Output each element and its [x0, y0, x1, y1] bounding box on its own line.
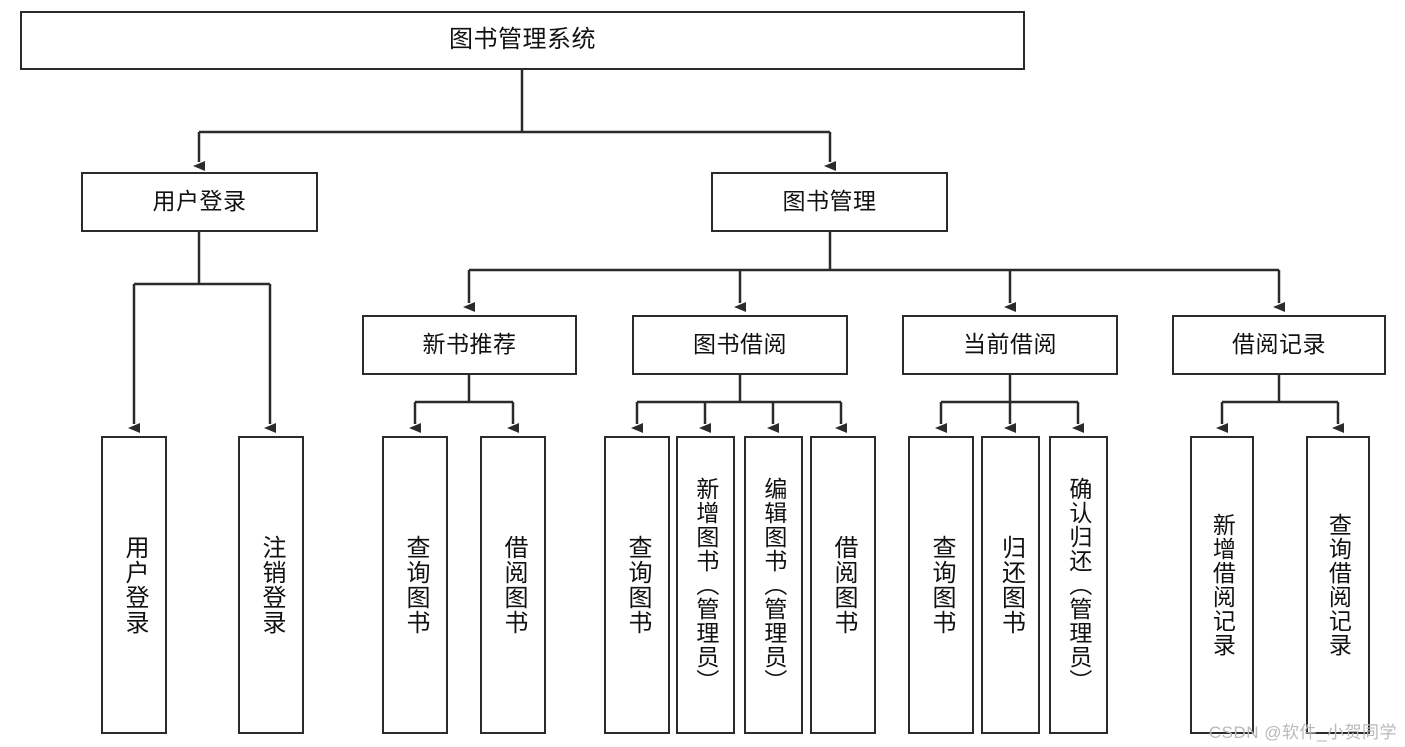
leaf-return-book-label: 归还图书	[997, 535, 1025, 635]
node-book-borrow-label: 图书借阅	[693, 331, 787, 358]
leaf-edit-book-admin-label: 编辑图书（管理员）	[760, 477, 787, 693]
node-new-book-recommend[interactable]: 新书推荐	[362, 315, 577, 375]
node-root[interactable]: 图书管理系统	[20, 11, 1025, 70]
leaf-query-book-current-label: 查询图书	[927, 535, 955, 635]
node-book-management-label: 图书管理	[782, 188, 877, 215]
leaf-confirm-return-admin-label: 确认归还（管理员）	[1065, 477, 1092, 693]
leaf-add-book-admin-label: 新增图书（管理员）	[692, 477, 719, 693]
node-book-borrow[interactable]: 图书借阅	[632, 315, 848, 375]
leaf-edit-book-admin[interactable]: 编辑图书（管理员）	[744, 436, 803, 734]
node-root-label: 图书管理系统	[449, 26, 596, 54]
leaf-add-borrow-record[interactable]: 新增借阅记录	[1190, 436, 1254, 734]
leaf-query-book-recommend[interactable]: 查询图书	[382, 436, 448, 734]
leaf-borrow-book-recommend[interactable]: 借阅图书	[480, 436, 546, 734]
node-current-borrow-label: 当前借阅	[963, 331, 1057, 358]
node-current-borrow[interactable]: 当前借阅	[902, 315, 1118, 375]
leaf-borrow-book-label: 借阅图书	[829, 535, 857, 635]
node-user-login[interactable]: 用户登录	[81, 172, 318, 232]
leaf-borrow-book-recommend-label: 借阅图书	[499, 535, 527, 635]
node-borrow-records-label: 借阅记录	[1232, 331, 1326, 358]
leaf-query-borrow-record[interactable]: 查询借阅记录	[1306, 436, 1370, 734]
node-new-book-recommend-label: 新书推荐	[422, 331, 517, 358]
leaf-user-login[interactable]: 用户登录	[101, 436, 167, 734]
leaf-query-borrow-record-label: 查询借阅记录	[1325, 513, 1352, 657]
leaf-logout-label: 注销登录	[257, 535, 285, 635]
leaf-logout[interactable]: 注销登录	[238, 436, 304, 734]
leaf-query-book-current[interactable]: 查询图书	[908, 436, 974, 734]
node-book-management[interactable]: 图书管理	[711, 172, 948, 232]
leaf-query-book-borrow-label: 查询图书	[623, 535, 651, 635]
leaf-add-book-admin[interactable]: 新增图书（管理员）	[676, 436, 735, 734]
leaf-user-login-label: 用户登录	[120, 535, 148, 635]
node-borrow-records[interactable]: 借阅记录	[1172, 315, 1386, 375]
leaf-confirm-return-admin[interactable]: 确认归还（管理员）	[1049, 436, 1108, 734]
leaf-query-book-borrow[interactable]: 查询图书	[604, 436, 670, 734]
node-user-login-label: 用户登录	[152, 188, 247, 215]
leaf-add-borrow-record-label: 新增借阅记录	[1209, 513, 1236, 657]
leaf-query-book-recommend-label: 查询图书	[401, 535, 429, 635]
leaf-return-book[interactable]: 归还图书	[981, 436, 1040, 734]
leaf-borrow-book[interactable]: 借阅图书	[810, 436, 876, 734]
